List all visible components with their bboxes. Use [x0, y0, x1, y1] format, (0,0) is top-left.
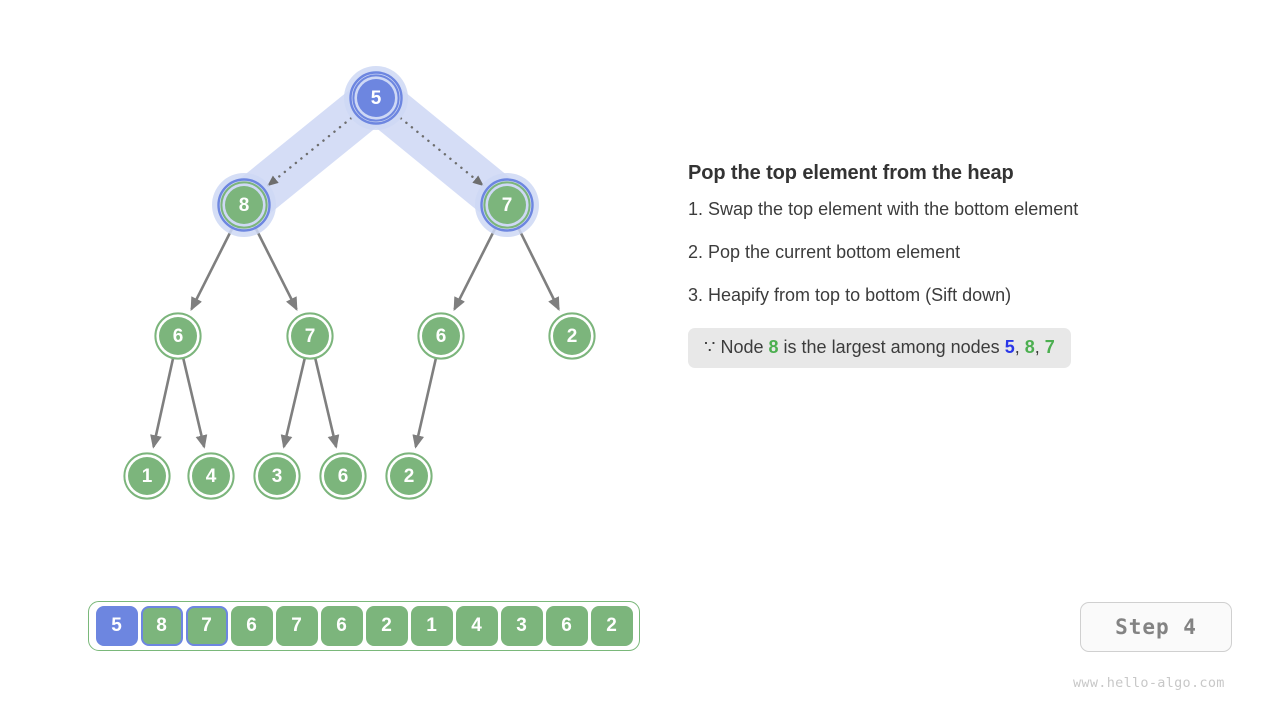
- reason-node-value: 8: [768, 337, 779, 357]
- reason-text-1: Node: [720, 337, 764, 357]
- because-symbol: ∵: [704, 337, 716, 357]
- tree-node-label: 8: [239, 195, 250, 216]
- tree-node: 7: [286, 312, 334, 360]
- tree-node-label: 4: [206, 466, 217, 487]
- explanation-panel: Pop the top element from the heap 1. Swa…: [688, 162, 1228, 368]
- reason-candidate-1: 5: [1004, 337, 1015, 357]
- step-item-1: 1. Swap the top element with the bottom …: [688, 199, 1079, 219]
- array-cell: 2: [365, 606, 408, 646]
- tree-node-label: 2: [567, 326, 578, 347]
- tree-node-label: 2: [404, 466, 415, 487]
- reason-candidate-3: 7: [1044, 337, 1055, 357]
- array-cell: 7: [275, 606, 318, 646]
- step-item-3: 3. Heapify from top to bottom (Sift down…: [688, 285, 1012, 305]
- step-item-2: 2. Pop the current bottom element: [688, 242, 961, 262]
- tree-edges: [150, 224, 560, 449]
- reason-sep-2: ,: [1034, 337, 1040, 357]
- tree-nodes: 5 8 7 6 7 6 2 1 4 3 6 2: [123, 66, 596, 500]
- tree-node-label: 7: [305, 326, 316, 347]
- reason-candidate-2: 8: [1024, 337, 1035, 357]
- array-cell: 6: [545, 606, 588, 646]
- tree-node-label: 5: [371, 88, 382, 109]
- tree-node-label: 3: [272, 466, 283, 487]
- comparison-arrows: [266, 112, 485, 187]
- tree-node-label: 7: [502, 195, 513, 216]
- reason-callout: ∵ Node 8 is the largest among nodes 5, 8…: [688, 328, 1071, 368]
- array-cell: 4: [455, 606, 498, 646]
- heap-tree-diagram: 5 8 7 6 7 6 2 1 4 3 6 2: [123, 66, 596, 500]
- tree-node: 4: [187, 452, 235, 500]
- tree-node: 5: [344, 66, 408, 130]
- tree-node: 8: [212, 173, 276, 237]
- array-cell: 5: [95, 606, 138, 646]
- tree-node: 6: [154, 312, 202, 360]
- tree-node: 6: [319, 452, 367, 500]
- reason-text-2: is the largest among nodes: [783, 337, 1000, 357]
- tree-node: 3: [253, 452, 301, 500]
- reason-sep-1: ,: [1014, 337, 1020, 357]
- array-cell: 6: [320, 606, 363, 646]
- array-cell: 2: [590, 606, 633, 646]
- tree-node: 1: [123, 452, 171, 500]
- array-cell: 8: [140, 606, 183, 646]
- array-cell: 7: [185, 606, 228, 646]
- array-cell: 3: [500, 606, 543, 646]
- step-badge: Step 4: [1080, 602, 1232, 652]
- array-cell: 6: [230, 606, 273, 646]
- tree-node-label: 6: [173, 326, 184, 347]
- tree-node-label: 6: [436, 326, 447, 347]
- tree-node: 6: [417, 312, 465, 360]
- watermark: www.hello-algo.com: [1073, 675, 1225, 691]
- tree-node: 2: [385, 452, 433, 500]
- array-cell: 1: [410, 606, 453, 646]
- tree-node: 7: [475, 173, 539, 237]
- page-title: Pop the top element from the heap: [688, 162, 1014, 184]
- tree-node-label: 6: [338, 466, 349, 487]
- tree-node: 2: [548, 312, 596, 360]
- tree-node-label: 1: [142, 466, 153, 487]
